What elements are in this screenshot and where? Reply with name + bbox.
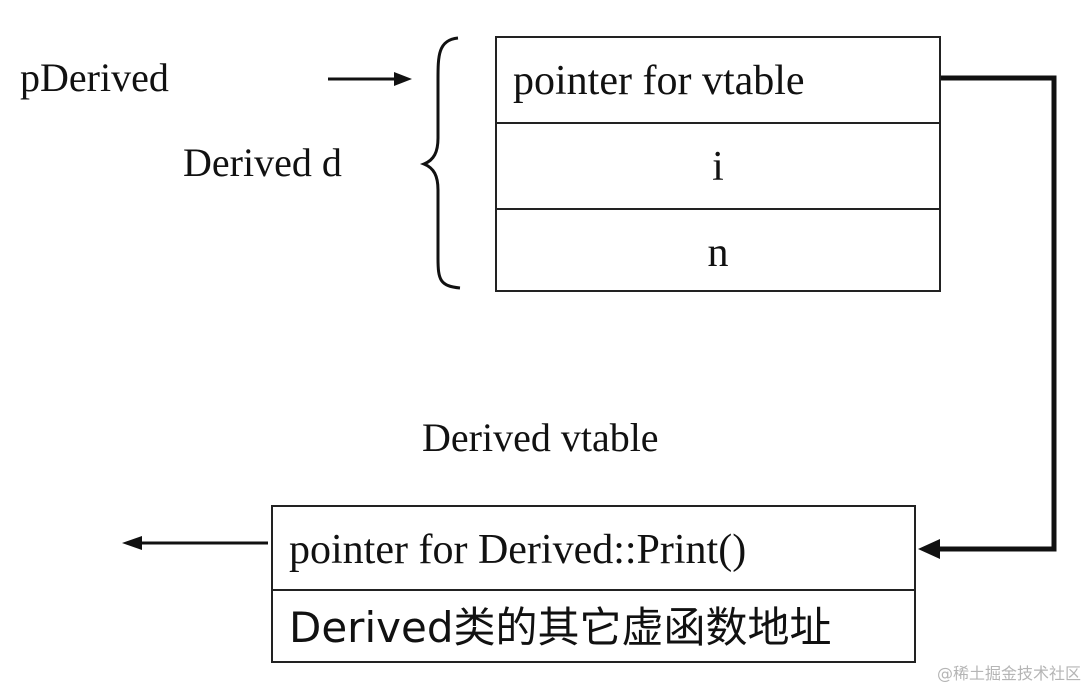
field-i: i <box>497 122 939 208</box>
field-vptr-label: pointer for vtable <box>513 58 805 104</box>
object-memory-layout: pointer for vtable i n <box>495 36 941 292</box>
function-pointer-arrow <box>122 536 268 550</box>
vtable-title: Derived vtable <box>422 415 659 460</box>
object-label: Derived d <box>183 140 342 185</box>
vtable-entry-others: Derived类的其它虚函数地址 <box>273 589 914 661</box>
watermark: @稀土掘金技术社区 <box>936 664 1081 683</box>
vtable-entry-others-label: Derived类的其它虚函数地址 <box>289 603 832 652</box>
field-n-label: n <box>707 230 729 276</box>
field-i-label: i <box>712 144 724 190</box>
field-vptr: pointer for vtable <box>497 38 939 122</box>
pointer-label: pDerived <box>20 55 169 100</box>
object-brace <box>419 36 461 290</box>
vtable-box: pointer for Derived::Print() Derived类的其它… <box>271 505 916 663</box>
pointer-arrow <box>328 72 412 86</box>
field-n: n <box>497 208 939 292</box>
vtable-entry-print-label: pointer for Derived::Print() <box>289 527 747 573</box>
vtable-entry-print: pointer for Derived::Print() <box>273 507 914 589</box>
